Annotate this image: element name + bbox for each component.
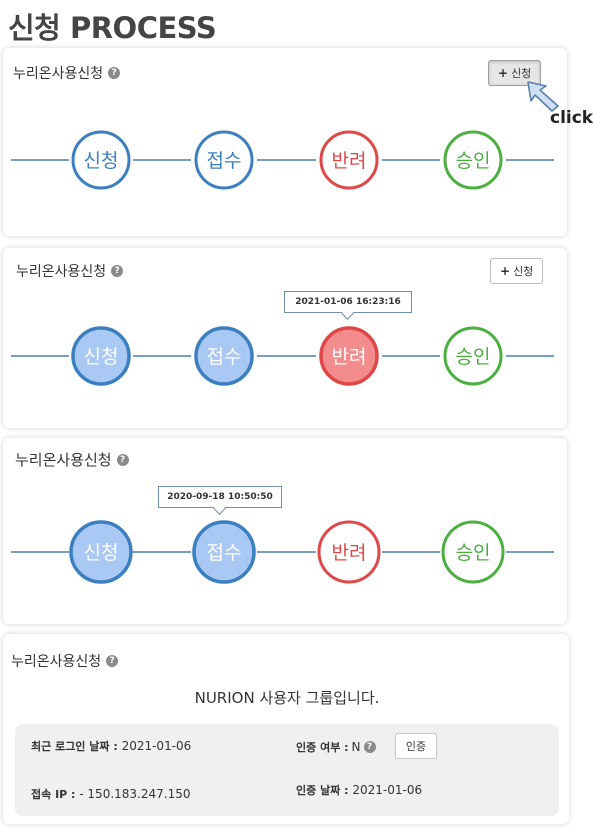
timestamp-tooltip: 2021-01-06 16:23:16 [284, 291, 412, 313]
step-label: 신청 [84, 150, 119, 172]
step-circle [71, 326, 131, 386]
help-icon[interactable]: ? [108, 67, 121, 79]
panel-heading-text: 누리온사용신청 [13, 66, 104, 82]
step-circle [319, 130, 379, 190]
panel-heading: 누리온사용신청 ? [16, 261, 124, 281]
last-login: 최근 로그인 날짜 : 2021-01-06 [31, 738, 191, 754]
step-label: 반려 [332, 346, 367, 368]
apply-button-label: 신청 [511, 67, 532, 80]
step-circle [194, 130, 254, 190]
page-title: 신청 PROCESS [8, 11, 217, 45]
help-icon[interactable]: ? [111, 265, 124, 277]
step-2: 접수 [192, 520, 256, 584]
auth-date: 인증 날짜 : 2021-01-06 [296, 782, 422, 798]
group-message: NURION 사용자 그룹입니다. [194, 689, 380, 707]
step-4: 승인 [443, 130, 503, 190]
step-3: 반려 [319, 130, 379, 190]
auth-date-value: 2021-01-06 [352, 783, 423, 797]
access-ip-value: - 150.183.247.150 [79, 787, 191, 801]
process-flow: 신청 접수 반려 승인 [11, 520, 554, 584]
last-login-label: 최근 로그인 날짜 : [31, 740, 118, 753]
plus-icon: + [498, 66, 509, 80]
step-label: 승인 [456, 542, 491, 564]
step-circle [441, 520, 505, 584]
step-4: 승인 [441, 520, 505, 584]
help-icon[interactable]: ? [363, 741, 376, 753]
info-box: 최근 로그인 날짜 : 2021-01-06 인증 여부 : N ? 인증 접속… [15, 724, 559, 816]
cursor-arrow-icon [527, 81, 559, 112]
panel-heading: 누리온사용신청 ? [15, 449, 129, 470]
step-label: 접수 [207, 346, 242, 368]
step-circle [443, 130, 503, 190]
apply-button-label: 신청 [513, 265, 534, 278]
step-4: 승인 [443, 326, 503, 386]
help-icon[interactable]: ? [116, 453, 129, 466]
auth-date-label: 인증 날짜 : [296, 784, 349, 797]
auth-status-value: N [351, 740, 361, 754]
user-info-panel: 누리온사용신청 ? NURION 사용자 그룹입니다. 최근 로그인 날짜 : … [3, 634, 569, 824]
step-label: 승인 [456, 150, 491, 172]
step-label: 반려 [332, 542, 367, 564]
panel-heading: 누리온사용신청 ? [13, 63, 121, 83]
step-circle [192, 520, 256, 584]
process-flow: 신청 접수 반려 승인 [11, 130, 554, 190]
step-3: 반려 [317, 520, 381, 584]
panel-heading-text: 누리온사용신청 [15, 451, 112, 469]
process-flow: 신청 접수 반려 승인 [11, 326, 554, 386]
auth-button[interactable]: 인증 [395, 733, 437, 759]
step-label: 접수 [207, 150, 242, 172]
step-circle [443, 326, 503, 386]
plus-icon: + [500, 264, 511, 278]
last-login-value: 2021-01-06 [121, 739, 192, 753]
step-circle [69, 520, 133, 584]
step-2: 접수 [194, 130, 254, 190]
step-1: 신청 [71, 326, 131, 386]
step-circle [194, 326, 254, 386]
step-1: 신청 [71, 130, 131, 190]
panel-heading: 누리온사용신청 ? [11, 651, 119, 671]
auth-status: 인증 여부 : N ? [296, 739, 376, 755]
step-label: 반려 [332, 150, 367, 172]
step-label: 신청 [84, 346, 119, 368]
timestamp-tooltip: 2020-09-18 10:50:50 [158, 486, 282, 508]
access-ip: 접속 IP : - 150.183.247.150 [31, 786, 191, 802]
auth-status-label: 인증 여부 : [296, 741, 349, 754]
step-3: 반려 [319, 326, 379, 386]
process-panel-3: 누리온사용신청 ? 2020-09-18 10:50:50 신청 접수 반려 승인 [3, 438, 567, 624]
step-circle [319, 326, 379, 386]
step-label: 신청 [84, 542, 119, 564]
panel-heading-text: 누리온사용신청 [11, 654, 102, 670]
panel-heading-text: 누리온사용신청 [16, 264, 107, 280]
help-icon[interactable]: ? [106, 655, 119, 667]
apply-button[interactable]: + 신청 [488, 60, 542, 86]
step-2: 접수 [194, 326, 254, 386]
click-label: click [550, 108, 593, 128]
step-circle [317, 520, 381, 584]
step-label: 승인 [456, 346, 491, 368]
step-1: 신청 [69, 520, 133, 584]
access-ip-label: 접속 IP : [31, 788, 76, 801]
apply-button[interactable]: + 신청 [490, 258, 544, 284]
step-label: 접수 [207, 542, 242, 564]
step-circle [71, 130, 131, 190]
